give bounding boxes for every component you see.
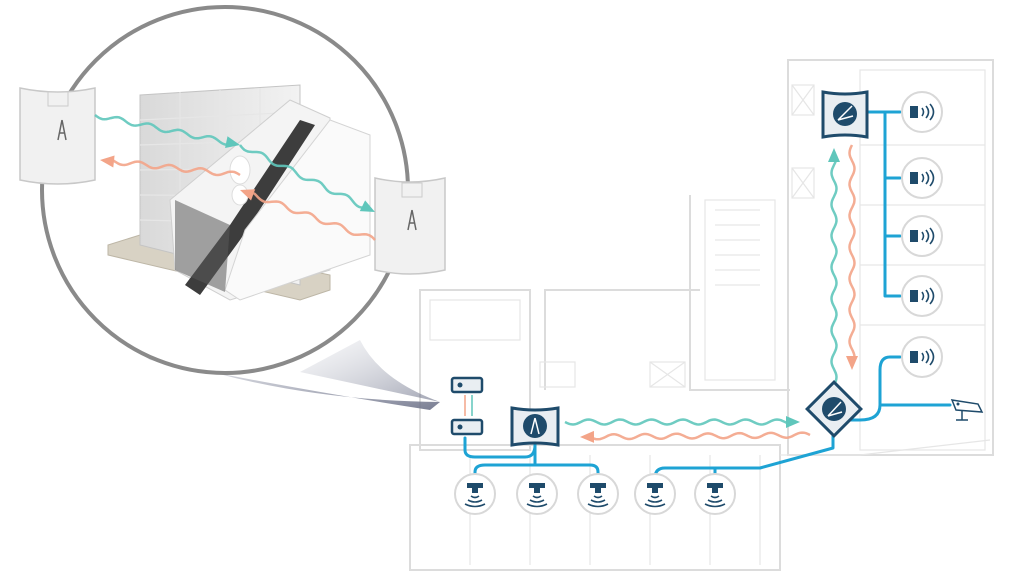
signal-return-wave-arrow [100, 155, 115, 168]
wall-sensor [901, 157, 943, 199]
wireless-sensor-icon [910, 227, 935, 245]
signal-out-wave [830, 160, 838, 386]
antenna-gateway-icon [523, 414, 547, 438]
antenna-icon [57, 119, 67, 141]
gateway-diamond [805, 380, 863, 438]
signal-out-wave-arrow [828, 148, 840, 162]
signal-return-wave-arrow [240, 189, 256, 201]
wireless-sensor-icon [910, 287, 935, 305]
wall-sensor [901, 91, 943, 133]
smoke-detector-icon [704, 483, 726, 508]
repeater-upper [450, 376, 484, 394]
ceiling-detector [577, 473, 619, 515]
smoke-detector-icon [464, 483, 486, 508]
signal-return-wave [252, 192, 376, 241]
repeater-lower [450, 418, 484, 436]
signal-return-wave [591, 431, 811, 441]
signal-out-wave [94, 114, 228, 146]
wall-sensor-left [19, 87, 96, 185]
wireless-sensor-icon [910, 169, 935, 187]
signal-out-wave-arrow [359, 200, 375, 212]
wireless-sensor-icon [910, 348, 935, 366]
gateway-left [510, 406, 560, 447]
wall-sensor [901, 275, 943, 317]
gateway-top [821, 90, 869, 139]
sensors [454, 91, 943, 515]
signal-out-wave-arrow [786, 416, 800, 428]
magnifier-cone [120, 340, 440, 410]
signal-return-wave-arrow [846, 356, 858, 370]
ceiling-detector [634, 473, 676, 515]
wall-sensor [901, 215, 943, 257]
wall-sensor [901, 336, 943, 378]
smoke-detector-icon [644, 483, 666, 508]
signal-return-wave-arrow [580, 430, 595, 443]
smoke-detector-icon [526, 483, 548, 508]
wall-sensor-right [374, 177, 446, 275]
smoke-detector-icon [587, 483, 609, 508]
signal-return-wave [112, 159, 241, 177]
signal-out-wave [239, 144, 364, 209]
signal-return-wave [848, 144, 856, 358]
insulated-wall-illustration [107, 84, 371, 301]
security-camera-icon [950, 399, 984, 421]
ceiling-detector [516, 473, 558, 515]
antenna-icon [407, 209, 417, 231]
ceiling-detector [694, 473, 736, 515]
wireless-sensor-icon [910, 103, 935, 121]
wireless-signals [94, 114, 858, 443]
signal-out-wave-arrow [225, 136, 240, 149]
signal-out-wave [564, 418, 788, 426]
ceiling-detector [454, 473, 496, 515]
